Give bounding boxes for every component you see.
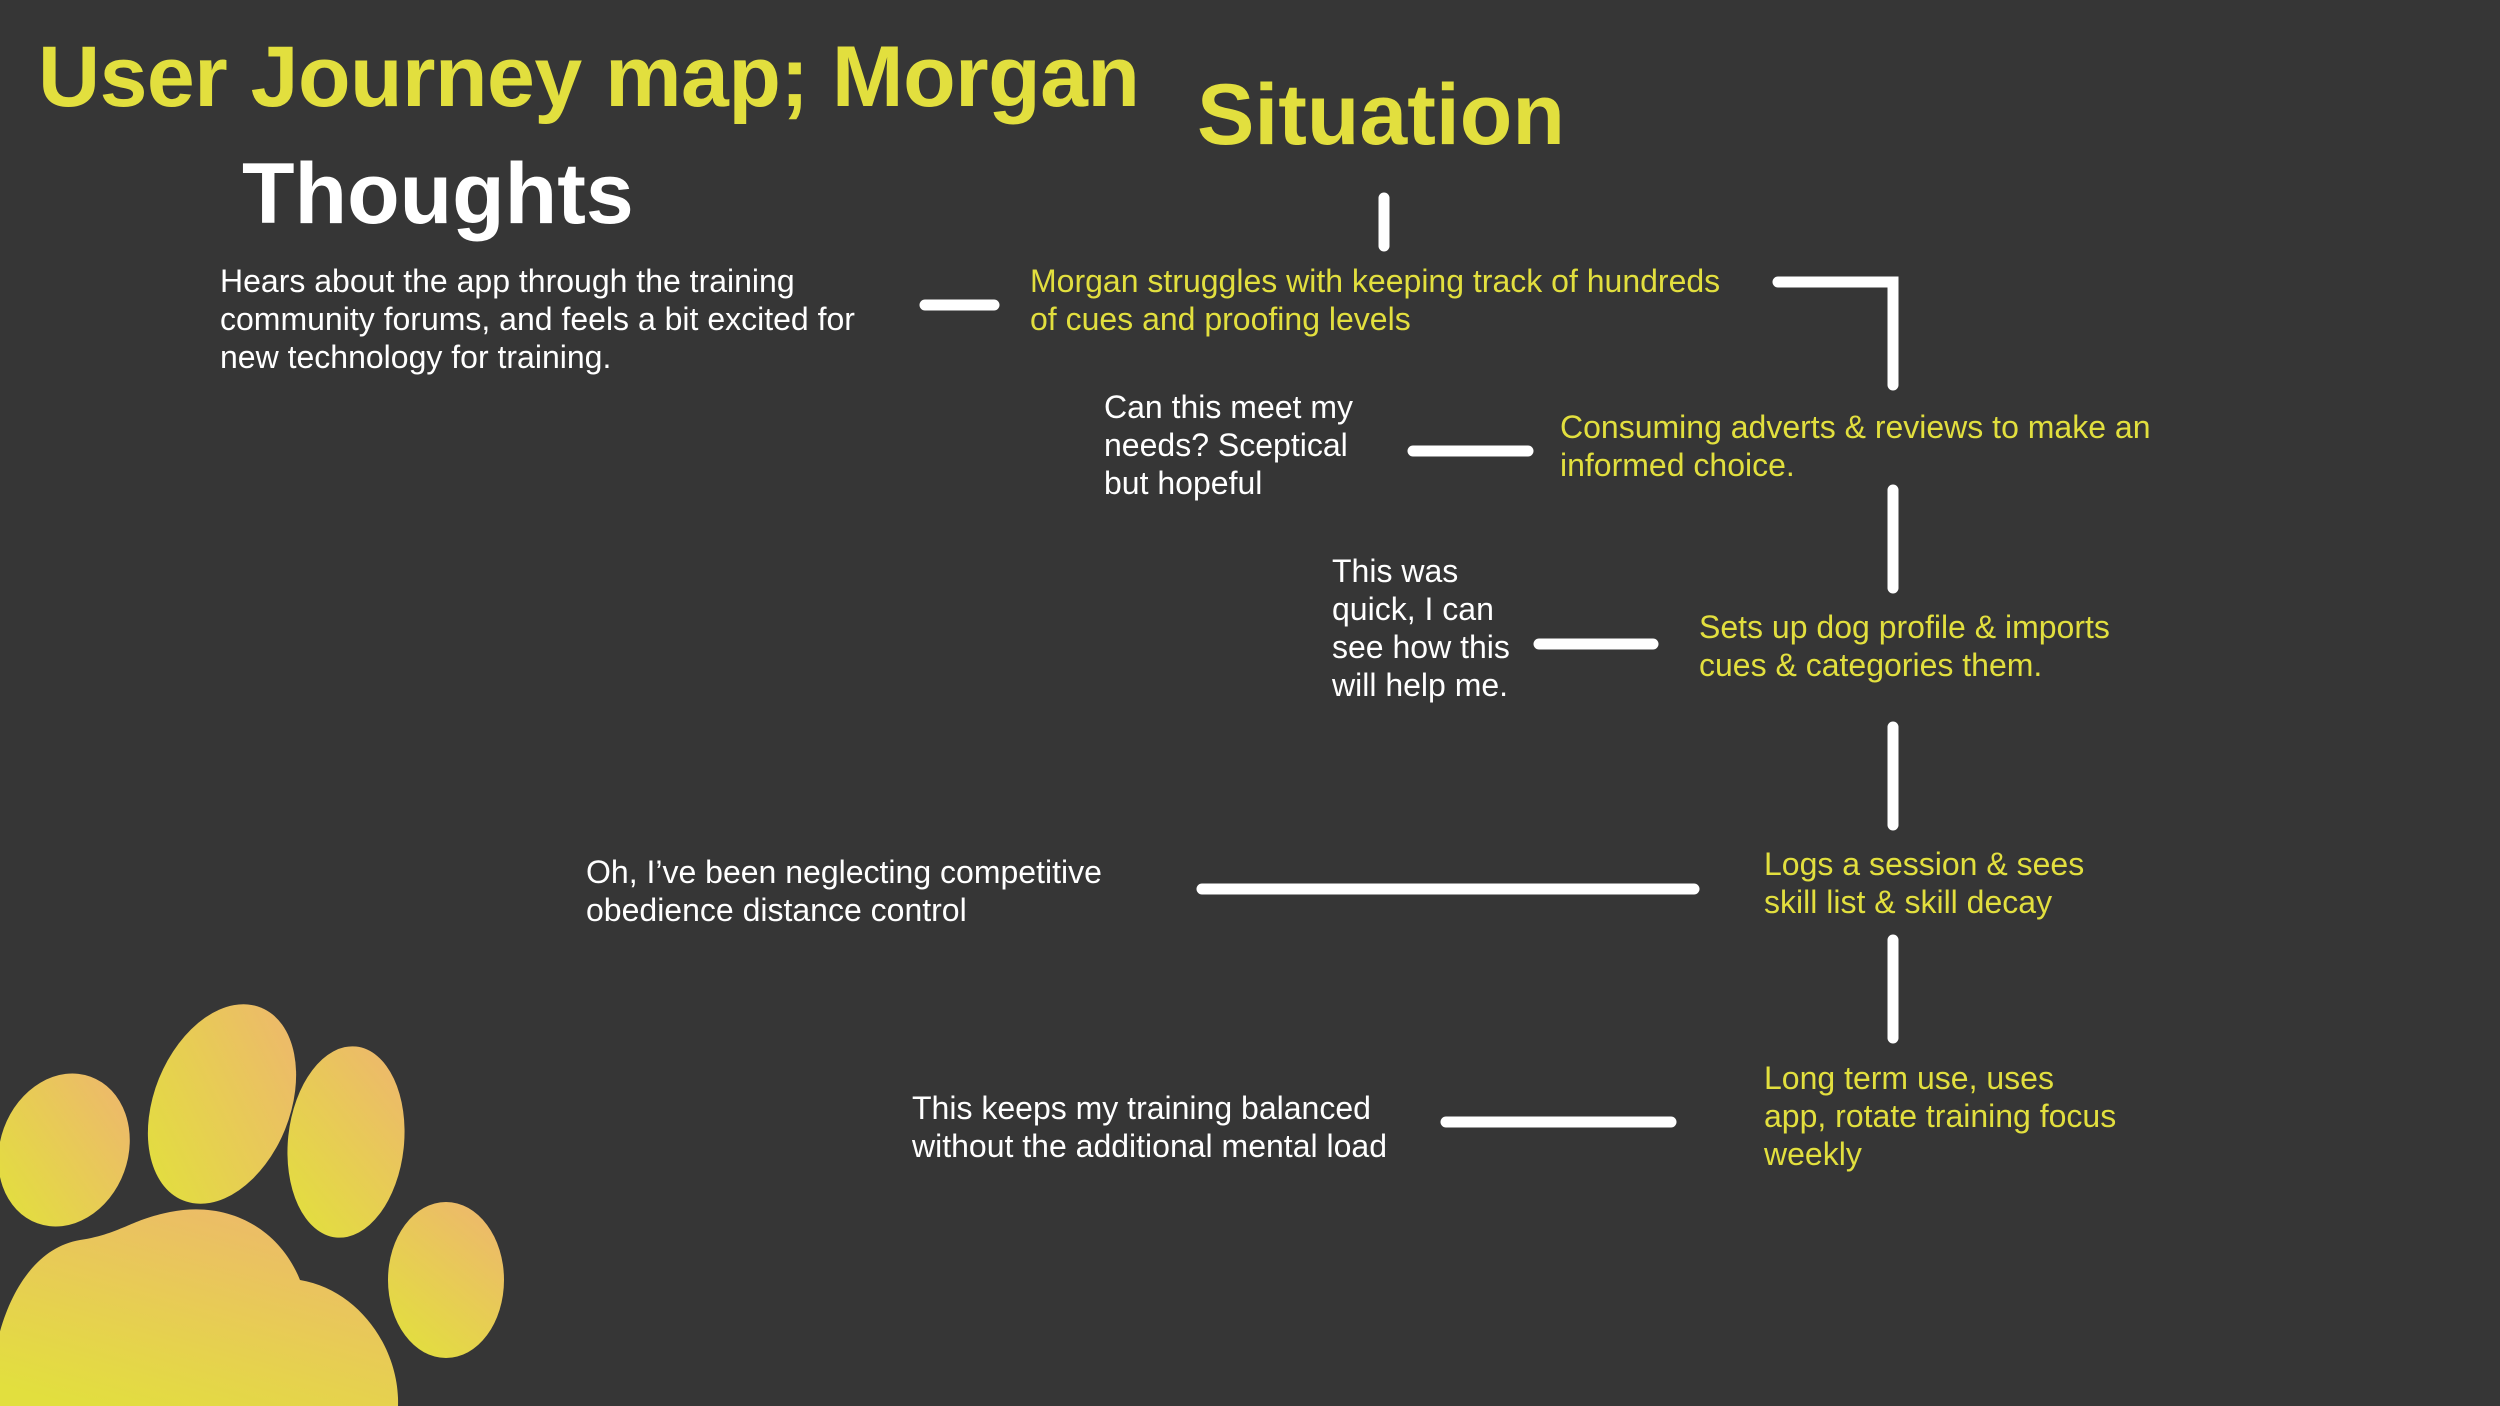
thought-step-1: Hears about the app through the training… bbox=[220, 263, 855, 375]
thought-step-4: Oh, I’ve been neglecting competitive obe… bbox=[586, 854, 1102, 928]
thought-step-2: Can this meet my needs? Sceptical but ho… bbox=[1104, 389, 1353, 501]
situation-step-1: Morgan struggles with keeping track of h… bbox=[1030, 263, 1721, 337]
situation-step-3: Sets up dog profile & imports cues & cat… bbox=[1699, 609, 2110, 683]
situation-step-4: Logs a session & sees skill list & skill… bbox=[1764, 846, 2085, 920]
thoughts-heading: Thoughts bbox=[242, 146, 634, 242]
paw-toe-1 bbox=[0, 1073, 130, 1227]
page-title: User Journey map; Morgan bbox=[38, 29, 1140, 125]
situation-heading: Situation bbox=[1197, 67, 1565, 163]
thought-step-3: This was quick, I can see how this will … bbox=[1332, 553, 1510, 703]
thought-step-5: This keeps my training balanced without … bbox=[912, 1090, 1387, 1164]
paw-toe-4 bbox=[388, 1202, 504, 1358]
situation-step-2: Consuming adverts & reviews to make an i… bbox=[1560, 409, 2151, 483]
paw-pad bbox=[0, 1209, 399, 1406]
situation-step-5: Long term use, uses app, rotate training… bbox=[1764, 1060, 2117, 1172]
paw-print-icon bbox=[0, 1004, 504, 1406]
paw-toe-3 bbox=[287, 1046, 405, 1238]
connector-step1-step2 bbox=[1772, 276, 1899, 391]
paw-toe-2 bbox=[147, 1004, 297, 1204]
